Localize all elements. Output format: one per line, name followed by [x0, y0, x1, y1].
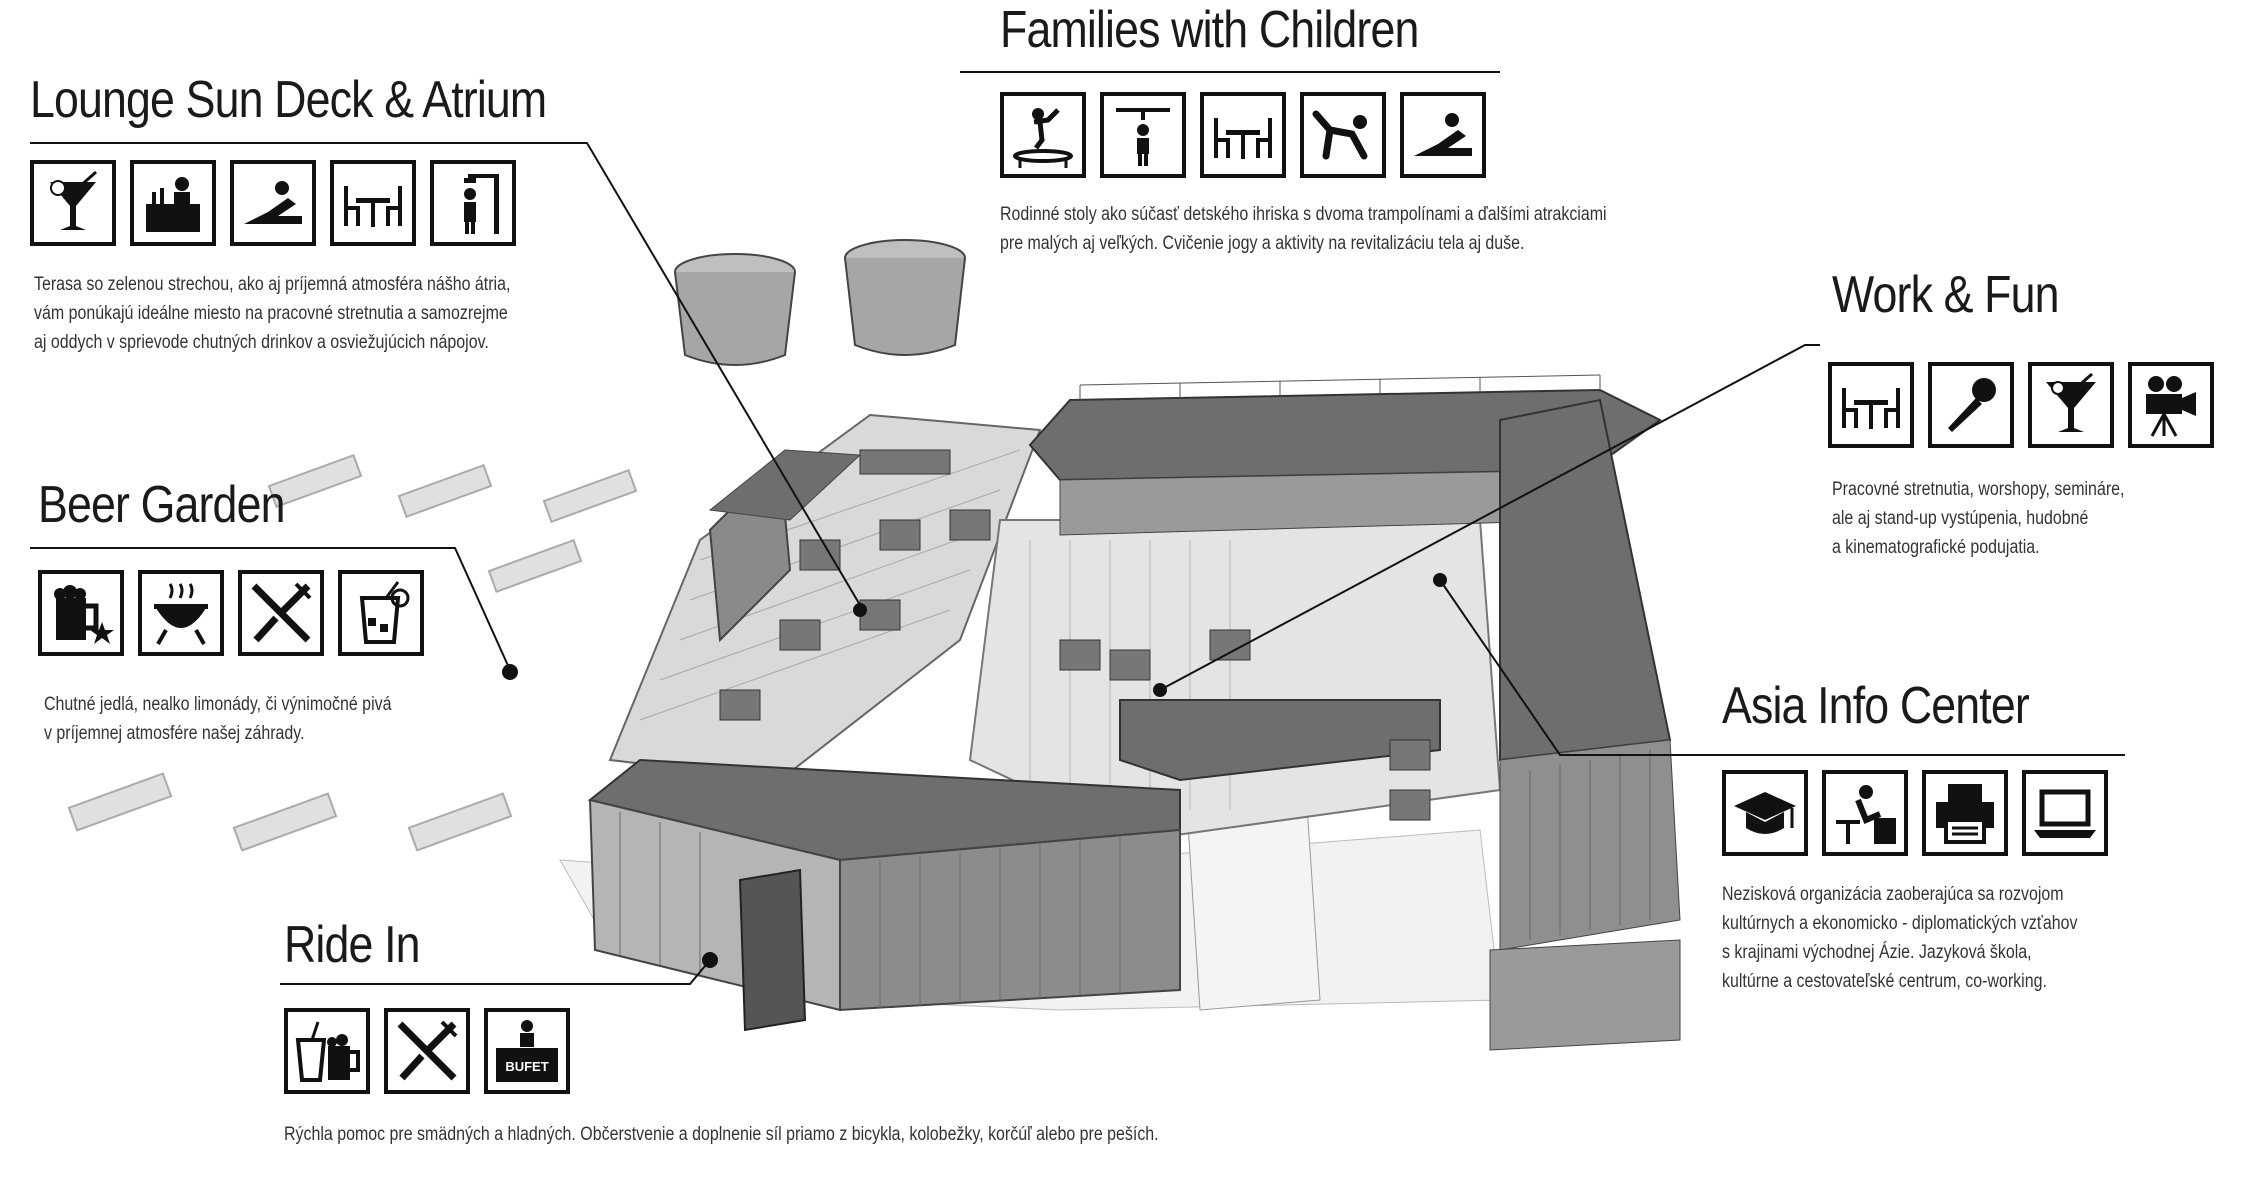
icon-row-lounge: [30, 160, 516, 246]
lemonade-icon: [338, 570, 424, 656]
section-description-work-fun: Pracovné stretnutia, worshopy, semináre,…: [1832, 475, 2124, 562]
description-line: pre malých aj veľkých. Cvičenie jogy a a…: [1000, 233, 1525, 254]
description-line: ale aj stand-up vystúpenia, hudobné: [1832, 508, 2089, 529]
front-wall-right: [839, 828, 1181, 1012]
description-line: a kinematografické podujatia.: [1832, 537, 2040, 558]
right-small-block: [1489, 939, 1681, 1051]
section-description-lounge: Terasa so zelenou strechou, ako aj príje…: [34, 270, 510, 357]
beer-mug-icon: [38, 570, 124, 656]
description-line: Rodinné stoly ako súčasť detského ihrisk…: [1000, 204, 1607, 225]
hot-tub-left: [674, 253, 796, 366]
left-deck-floor: [608, 413, 1042, 782]
movie-camera-icon: [2128, 362, 2214, 448]
leader-lounge: [30, 142, 861, 606]
desk-worker-icon: [1822, 770, 1908, 856]
description-line: Terasa so zelenou strechou, ako aj príje…: [34, 274, 511, 295]
hot-tub-right: [844, 239, 966, 356]
leader-dot-ride: [702, 952, 718, 968]
icon-row-asia: [1722, 770, 2108, 856]
icon-row-ride-in: BUFET: [284, 1008, 570, 1094]
table-chairs-icon: [1828, 362, 1914, 448]
leader-dot-work: [1153, 683, 1167, 697]
graduation-cap-icon: [1722, 770, 1808, 856]
section-description-asia: Nezisková organizácia zaoberajúca sa roz…: [1722, 880, 2077, 996]
description-line: aj oddych v sprievode chutných drinkov a…: [34, 332, 489, 353]
description-line: kultúrnych a ekonomicko - diplomatických…: [1722, 913, 2078, 934]
description-line: Nezisková organizácia zaoberajúca sa roz…: [1722, 884, 2064, 905]
description-line: Chutné jedlá, nealko limonády, či výnimo…: [44, 694, 392, 715]
leader-dot-beer: [502, 664, 518, 680]
grill-icon: [138, 570, 224, 656]
bufet-hatch: [738, 868, 807, 1032]
drinks-icon: [284, 1008, 370, 1094]
cocktail-icon: [2028, 362, 2114, 448]
section-description-beer-garden: Chutné jedlá, nealko limonády, či výnimo…: [44, 690, 391, 748]
section-title-beer-garden: Beer Garden: [38, 476, 285, 534]
section-title-asia: Asia Info Center: [1722, 677, 2030, 735]
table-chairs-icon: [330, 160, 416, 246]
description-line: Pracovné stretnutia, worshopy, semináre,: [1832, 479, 2125, 500]
description-line: kultúrne a cestovateľské centrum, co-wor…: [1722, 971, 2047, 992]
microphone-icon: [1928, 362, 2014, 448]
description-line: v príjemnej atmosfére našej záhrady.: [44, 723, 305, 744]
section-title-families: Families with Children: [1000, 1, 1419, 59]
trampoline-icon: [1000, 92, 1086, 178]
cocktail-icon: [30, 160, 116, 246]
cutlery-icon: [384, 1008, 470, 1094]
bufet-stand-icon: BUFET: [484, 1008, 570, 1094]
icon-row-work-fun: [1828, 362, 2214, 448]
cutlery-icon: [238, 570, 324, 656]
bufet-label: BUFET: [505, 1059, 548, 1074]
shower-icon: [430, 160, 516, 246]
yoga-icon: [1300, 92, 1386, 178]
section-description-families: Rodinné stoly ako súčasť detského ihrisk…: [1000, 200, 1607, 258]
leader-dot-lounge: [853, 603, 867, 617]
section-title-ride-in: Ride In: [284, 916, 421, 974]
description-line: s krajinami východnej Ázie. Jazyková ško…: [1722, 942, 2032, 963]
bar-counter-icon: [130, 160, 216, 246]
description-line: vám ponúkajú ideálne miesto na pracovné …: [34, 303, 508, 324]
icon-row-beer-garden: [38, 570, 424, 656]
description-line: Rýchla pomoc pre smädných a hladných. Ob…: [284, 1124, 1159, 1145]
table-chairs-icon: [1200, 92, 1286, 178]
leader-beer: [30, 547, 511, 671]
printer-icon: [1922, 770, 2008, 856]
sunbather-icon: [230, 160, 316, 246]
leader-ride: [280, 959, 711, 985]
sunbather-icon: [1400, 92, 1486, 178]
section-description-ride-in: Rýchla pomoc pre smädných a hladných. Ob…: [284, 1120, 1159, 1149]
leader-asia: [1439, 579, 2125, 756]
icon-row-families: [1000, 92, 1486, 178]
middle-roof: [1119, 699, 1441, 782]
leader-work: [1159, 344, 1820, 691]
shower-icon: [1100, 92, 1186, 178]
laptop-icon: [2022, 770, 2108, 856]
section-title-lounge: Lounge Sun Deck & Atrium: [30, 71, 547, 129]
bar-counter: [859, 449, 951, 475]
section-title-work-fun: Work & Fun: [1832, 266, 2060, 324]
leader-dot-asia: [1433, 573, 1447, 587]
